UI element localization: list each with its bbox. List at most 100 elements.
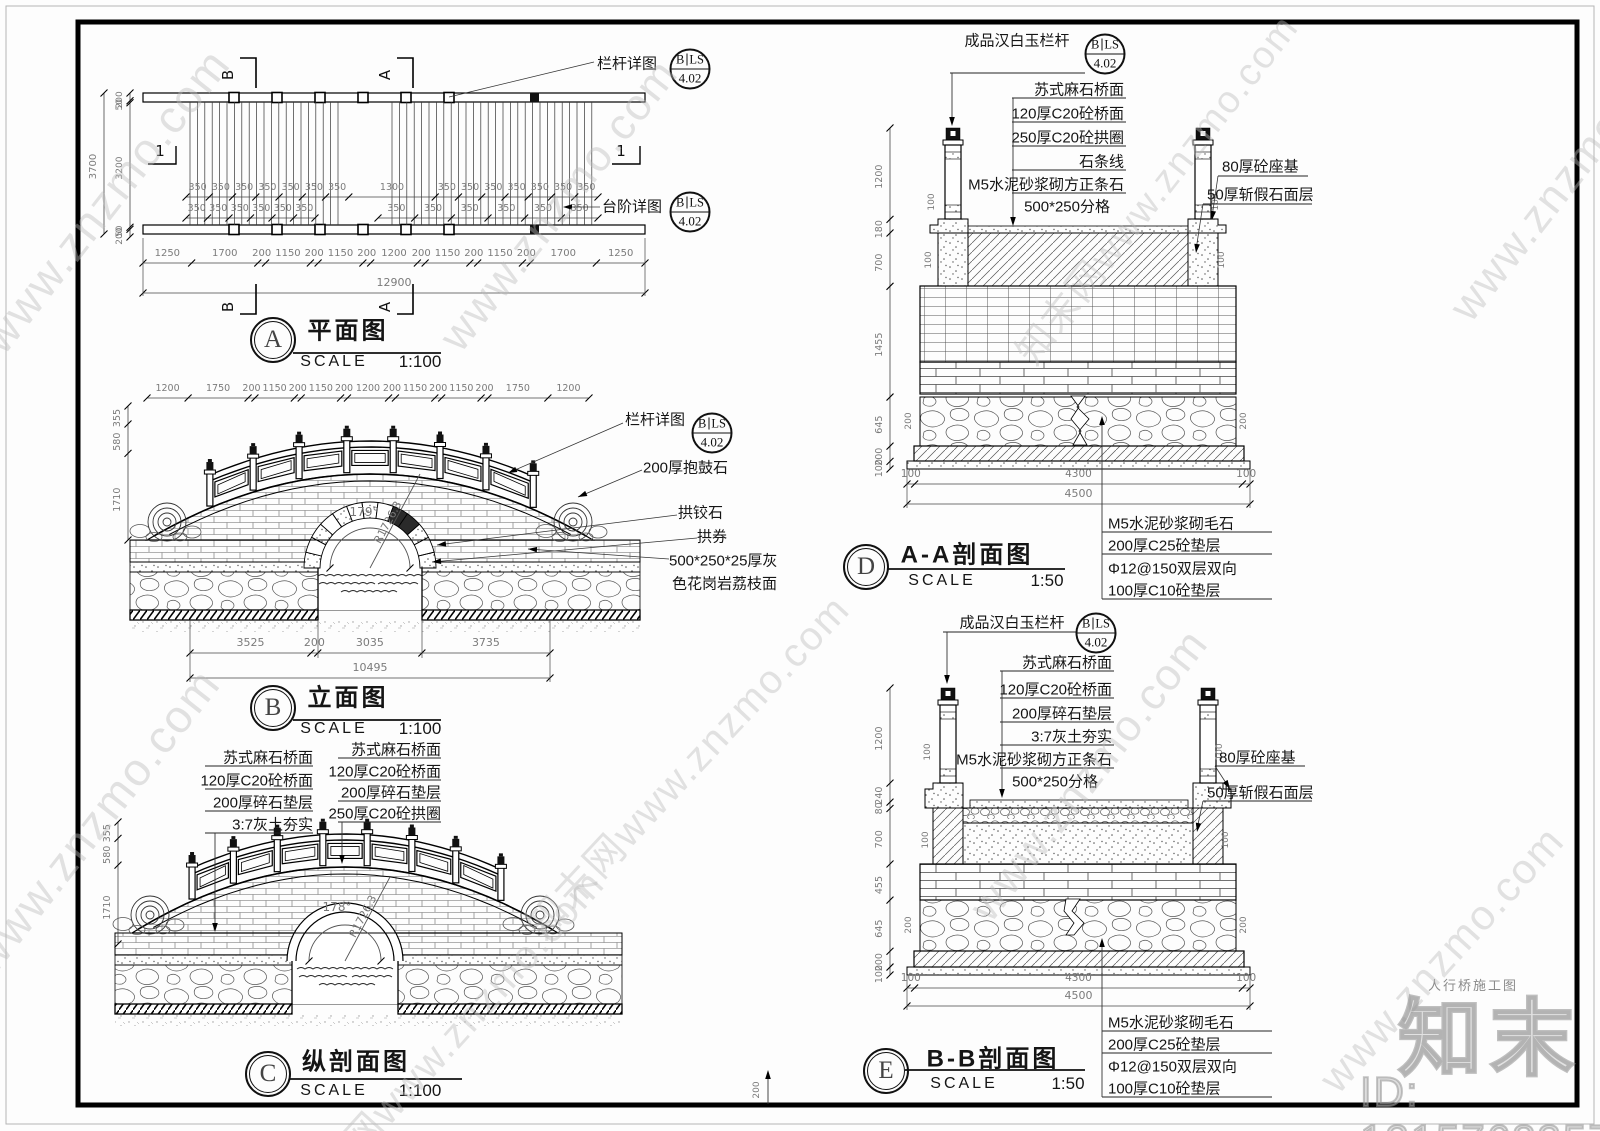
svg-text:200: 200 <box>475 383 493 394</box>
bb-scale-label: SCALE <box>930 1075 998 1092</box>
svg-text:200: 200 <box>874 953 885 971</box>
svg-text:1710: 1710 <box>102 895 113 919</box>
svg-text:100: 100 <box>901 972 921 984</box>
svg-text:1200: 1200 <box>381 248 406 259</box>
aa-bottom-stack-row: Φ12@150双层双向 <box>1108 560 1237 578</box>
svg-text:350: 350 <box>328 182 346 193</box>
bb-letter: E <box>878 1057 894 1084</box>
svg-text:3735: 3735 <box>472 636 500 649</box>
csec-stack-right-row: 200厚碎石垫层 <box>340 784 441 802</box>
svg-text:350: 350 <box>461 203 479 214</box>
svg-text:1700: 1700 <box>212 248 237 259</box>
svg-text:3525: 3525 <box>236 636 264 649</box>
aa-stack-row: M5水泥砂浆砌方正条石 <box>968 176 1124 194</box>
svg-text:1300: 1300 <box>380 182 404 193</box>
bb-stack-row: 苏式麻石桥面 <box>1021 654 1112 672</box>
svg-text:12900: 12900 <box>377 276 412 289</box>
aa-stack-row: 石条线 <box>1078 153 1124 171</box>
ref-sheet-number: 4.02 <box>1093 55 1117 71</box>
svg-text:700: 700 <box>874 830 885 848</box>
plan-scale-value: 1:100 <box>398 352 442 371</box>
svg-text:B: B <box>219 70 237 80</box>
svg-text:350: 350 <box>531 182 549 193</box>
aa-label-face: 50厚斩假石面层 <box>1207 186 1314 204</box>
svg-text:100: 100 <box>924 251 934 268</box>
bb-label-face: 50厚斩假石面层 <box>1207 784 1314 802</box>
ref-sheet-code: LS <box>1104 37 1119 52</box>
ref-sheet-number: 4.02 <box>678 213 702 229</box>
svg-text:80: 80 <box>874 802 885 814</box>
ref-sheet-number: 4.02 <box>700 434 724 450</box>
svg-text:200: 200 <box>517 248 536 259</box>
sheet-caption: 人行桥施工图 <box>1428 978 1519 993</box>
svg-text:200: 200 <box>289 383 307 394</box>
svg-text:4300: 4300 <box>1065 468 1092 480</box>
aa-stack-row: 苏式麻石桥面 <box>1033 81 1124 99</box>
svg-text:200: 200 <box>1239 916 1249 933</box>
svg-text:350: 350 <box>295 203 313 214</box>
csec-stack-left-row: 3:7灰土夯实 <box>232 816 313 834</box>
svg-text:700: 700 <box>874 254 885 272</box>
ref-sheet-letter: B <box>1082 617 1094 630</box>
svg-text:200: 200 <box>874 448 885 466</box>
svg-text:A: A <box>376 69 394 80</box>
svg-text:350: 350 <box>231 203 249 214</box>
csec-title-circle: C <box>244 1050 292 1098</box>
svg-text:100: 100 <box>1236 972 1256 984</box>
plan-title-circle: A <box>249 316 297 364</box>
aa-bottom-stack-row: 100厚C10砼垫层 <box>1108 582 1221 600</box>
aa-letter: D <box>856 553 876 580</box>
svg-text:100: 100 <box>874 965 885 983</box>
svg-text:580: 580 <box>102 846 113 864</box>
csec-scale-value: 1:100 <box>398 1081 442 1100</box>
svg-text:3035: 3035 <box>356 636 384 649</box>
bb-bottom-stack-row: M5水泥砂浆砌毛石 <box>1108 1014 1234 1032</box>
svg-text:178°: 178° <box>323 900 352 914</box>
svg-text:1150: 1150 <box>309 383 333 394</box>
svg-text:1710: 1710 <box>112 488 123 512</box>
svg-text:100: 100 <box>1221 831 1231 848</box>
svg-text:4300: 4300 <box>1065 972 1092 984</box>
ref-sheet-number: 4.02 <box>678 70 702 86</box>
svg-text:50: 50 <box>115 99 125 111</box>
svg-text:350: 350 <box>534 203 552 214</box>
svg-text:350: 350 <box>189 182 207 193</box>
bb-stack-row: M5水泥砂浆砌方正条石 <box>956 751 1112 769</box>
bb-bottom-stack-row: Φ12@150双层双向 <box>1108 1058 1237 1076</box>
svg-text:1200: 1200 <box>556 383 580 394</box>
svg-text:4500: 4500 <box>1065 989 1093 1002</box>
svg-text:350: 350 <box>508 182 526 193</box>
bb-bottom-stack-row: 100厚C10砼垫层 <box>1108 1080 1221 1098</box>
svg-text:50: 50 <box>115 225 125 237</box>
svg-text:580: 580 <box>112 433 123 451</box>
bb-label-base: 80厚砼座基 <box>1219 749 1296 767</box>
elev-scale-value: 1:100 <box>398 719 442 738</box>
svg-text:1700: 1700 <box>551 248 576 259</box>
svg-text:455: 455 <box>874 876 885 894</box>
svg-text:350: 350 <box>571 203 589 214</box>
svg-text:200: 200 <box>242 383 260 394</box>
bb-label-top: 成品汉白玉栏杆 <box>959 614 1065 632</box>
aa-stack-row: 120厚C20砼桥面 <box>1011 105 1124 123</box>
svg-text:1200: 1200 <box>874 165 885 189</box>
svg-text:350: 350 <box>282 182 300 193</box>
svg-text:1150: 1150 <box>275 248 300 259</box>
svg-text:350: 350 <box>438 182 456 193</box>
aa-stack-row: 500*250分格 <box>1024 198 1110 216</box>
aa-title-circle: D <box>842 543 890 591</box>
svg-text:180: 180 <box>874 220 885 238</box>
bb-bottom-stack-row: 200厚C25砼垫层 <box>1108 1036 1221 1054</box>
svg-text:1250: 1250 <box>608 248 633 259</box>
svg-text:1150: 1150 <box>435 248 460 259</box>
elev-label-granite-1: 500*250*25厚灰 <box>669 552 778 570</box>
svg-text:200: 200 <box>115 227 125 244</box>
plan-scale-label: SCALE <box>300 353 368 370</box>
svg-text:100: 100 <box>923 743 933 760</box>
svg-text:350: 350 <box>305 182 323 193</box>
ref-sheet-letter: B <box>1091 38 1103 51</box>
